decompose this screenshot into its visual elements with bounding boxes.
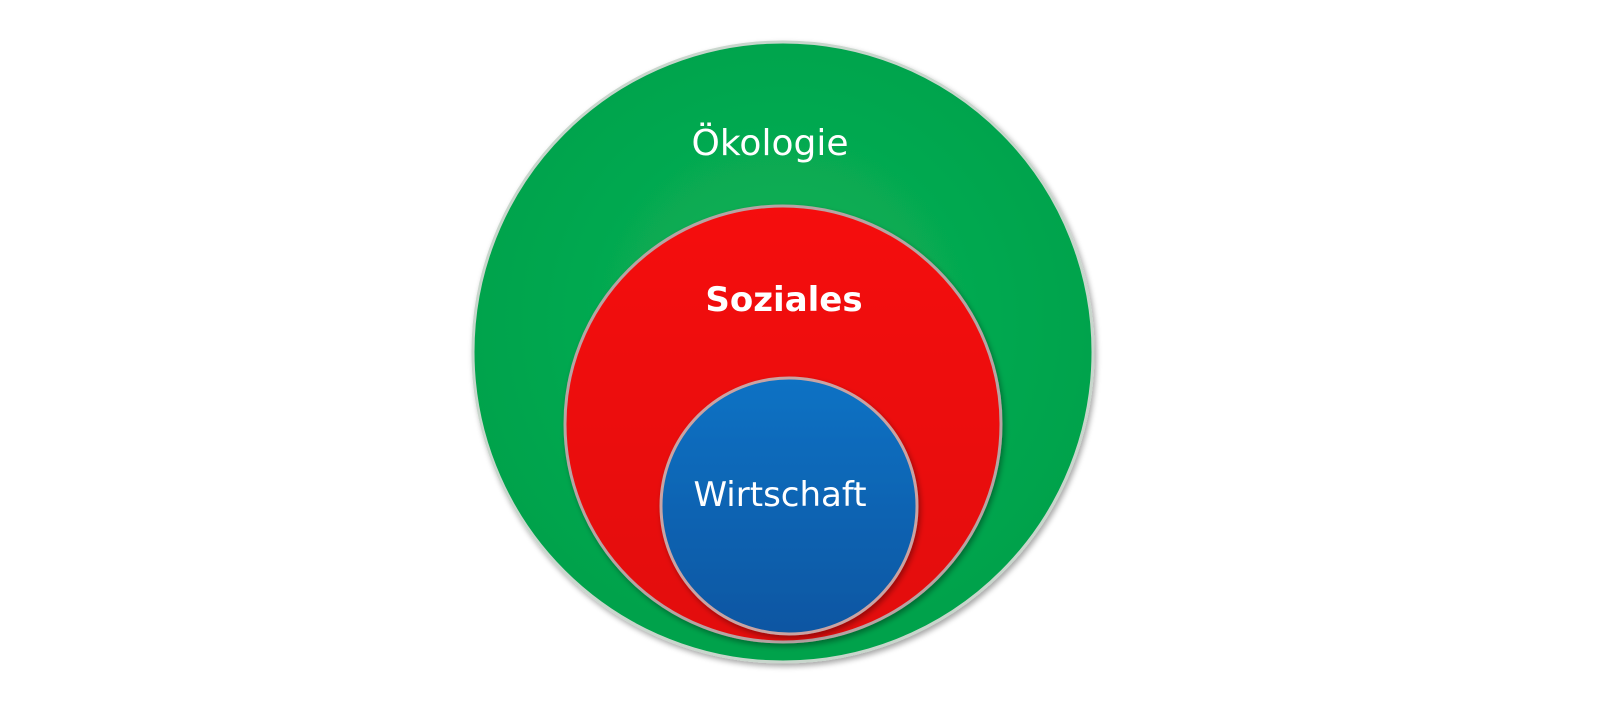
wirtschaft-label: Wirtschaft (693, 475, 866, 515)
oekologie-label: Ökologie (692, 122, 849, 164)
wirtschaft-circle (659, 376, 919, 636)
soziales-label: Soziales (705, 280, 862, 320)
